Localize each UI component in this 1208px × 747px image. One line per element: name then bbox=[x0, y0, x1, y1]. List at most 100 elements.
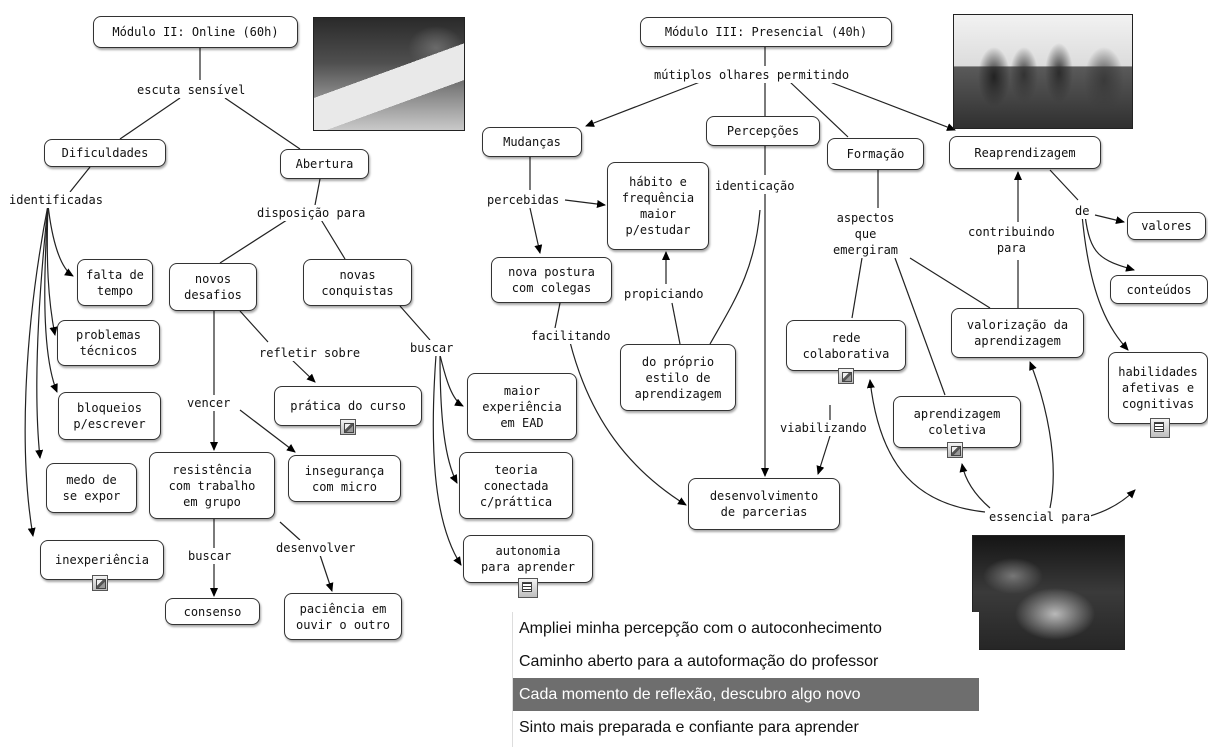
node-habito[interactable]: hábito e frequência maior p/estudar bbox=[607, 162, 709, 250]
connector-line bbox=[554, 302, 561, 329]
node-modulo-ii[interactable]: Módulo II: Online (60h) bbox=[93, 16, 298, 48]
connector-line bbox=[289, 357, 316, 383]
connector-line bbox=[959, 463, 991, 509]
node-conteudos[interactable]: conteúdos bbox=[1110, 275, 1208, 304]
node-proprio-estilo[interactable]: do próprio estilo de aprendizagem bbox=[620, 344, 736, 411]
connector-line bbox=[399, 305, 431, 341]
node-formacao[interactable]: Formação bbox=[827, 138, 924, 170]
photo-group-meeting bbox=[953, 14, 1133, 129]
label-de: de bbox=[1074, 203, 1091, 219]
connector-line bbox=[319, 217, 346, 260]
connector-line bbox=[529, 207, 543, 254]
connector-line bbox=[1089, 489, 1136, 517]
node-habilidades[interactable]: habilidades afetivas e cognitivas bbox=[1108, 352, 1208, 424]
node-valores[interactable]: valores bbox=[1127, 212, 1206, 240]
connector-line bbox=[909, 257, 991, 309]
node-inexperiencia[interactable]: inexperiência bbox=[40, 540, 164, 580]
label-desenvolver: desenvolver bbox=[275, 540, 357, 556]
node-paciencia[interactable]: paciência em ouvir o outro bbox=[284, 593, 402, 640]
connector-line bbox=[829, 81, 956, 131]
node-maior-experiencia[interactable]: maior experiência em EAD bbox=[467, 373, 577, 440]
node-novos-desafios[interactable]: novos desafios bbox=[169, 263, 257, 311]
photo-hands-together bbox=[972, 535, 1125, 650]
label-facilitando: facilitando bbox=[530, 328, 612, 344]
label-identificadas: identificadas bbox=[8, 192, 104, 208]
node-autonomia[interactable]: autonomia para aprender bbox=[463, 535, 593, 583]
connector-line bbox=[1081, 214, 1129, 351]
connector-line bbox=[671, 302, 681, 345]
connector-line bbox=[119, 97, 181, 140]
connector-line bbox=[219, 217, 291, 264]
connector-line bbox=[585, 81, 701, 127]
node-rede-colaborativa[interactable]: rede colaborativa bbox=[786, 320, 906, 371]
node-consenso[interactable]: consenso bbox=[165, 598, 260, 625]
connector-line bbox=[24, 204, 49, 537]
resource-popup-menu[interactable]: Ampliei minha percepção com o autoconhec… bbox=[512, 612, 979, 747]
photo-online-study bbox=[313, 17, 465, 131]
label-multiplos-olhares: mútiplos olhares permitindo bbox=[653, 67, 851, 83]
node-pratica-do-curso[interactable]: prática do curso bbox=[274, 386, 422, 426]
connector-line bbox=[1049, 169, 1079, 201]
label-essencial-para: essencial para bbox=[988, 509, 1092, 525]
node-novas-conquistas[interactable]: novas conquistas bbox=[303, 259, 412, 306]
node-modulo-iii[interactable]: Módulo III: Presencial (40h) bbox=[640, 17, 892, 47]
node-falta-de-tempo[interactable]: falta de tempo bbox=[77, 259, 153, 306]
node-medo[interactable]: medo de se expor bbox=[46, 463, 137, 513]
node-nova-postura[interactable]: nova postura com colegas bbox=[491, 257, 612, 303]
image-resource-icon[interactable] bbox=[340, 419, 356, 435]
node-resistencia[interactable]: resistência com trabalho em grupo bbox=[149, 452, 275, 519]
label-refletir-sobre: refletir sobre bbox=[258, 345, 362, 361]
node-desenvolvimento-parcerias[interactable]: desenvolvimento de parcerias bbox=[688, 478, 840, 530]
document-resource-icon[interactable] bbox=[1150, 418, 1170, 438]
connector-line bbox=[569, 341, 687, 506]
connector-line bbox=[319, 554, 334, 592]
label-buscar-2: buscar bbox=[409, 340, 455, 356]
connector-line bbox=[69, 166, 91, 193]
label-escuta-sensivel: escuta sensível bbox=[136, 82, 247, 98]
menu-item[interactable]: Sinto mais preparada e confiante para ap… bbox=[519, 719, 859, 736]
connector-line bbox=[1029, 361, 1054, 509]
document-resource-icon[interactable] bbox=[518, 578, 538, 598]
node-reaprendizagem[interactable]: Reaprendizagem bbox=[949, 136, 1101, 169]
connector-line bbox=[314, 178, 321, 206]
label-propiciando: propiciando bbox=[623, 286, 705, 302]
label-vencer: vencer bbox=[186, 395, 232, 411]
connector-line bbox=[239, 310, 269, 343]
connector-line bbox=[35, 204, 49, 459]
menu-item[interactable]: Caminho aberto para a autoformação do pr… bbox=[519, 653, 879, 670]
node-mudancas[interactable]: Mudanças bbox=[482, 127, 582, 157]
node-bloqueios[interactable]: bloqueios p/escrever bbox=[58, 392, 161, 440]
connector-line bbox=[816, 435, 831, 475]
image-resource-icon[interactable] bbox=[838, 368, 854, 384]
connector-line bbox=[866, 379, 986, 513]
connector-line bbox=[851, 257, 863, 319]
image-resource-icon[interactable] bbox=[947, 442, 963, 458]
connector-line bbox=[239, 409, 296, 453]
connector-line bbox=[564, 199, 606, 208]
label-percebidas: percebidas bbox=[486, 192, 561, 208]
connector-line bbox=[1084, 214, 1135, 272]
connector-line bbox=[47, 204, 74, 277]
menu-item-selected[interactable]: Cada momento de reflexão, descubro algo … bbox=[513, 678, 979, 711]
node-percepcoes[interactable]: Percepções bbox=[706, 116, 820, 146]
connector-line bbox=[709, 209, 761, 345]
label-viabilizando: viabilizando bbox=[779, 420, 868, 436]
node-teoria-conectada[interactable]: teoria conectada c/prátti­ca bbox=[459, 452, 573, 519]
node-inseguranca[interactable]: insegurança com micro bbox=[288, 455, 401, 502]
connector-line bbox=[44, 204, 58, 393]
connector-line bbox=[432, 354, 462, 566]
node-valorizacao[interactable]: valorização da aprendizagem bbox=[951, 308, 1084, 358]
connector-line bbox=[1094, 214, 1125, 225]
node-aprendizagem-coletiva[interactable]: aprendizagem coletiva bbox=[893, 396, 1021, 448]
connector-line bbox=[279, 521, 301, 541]
connector-line bbox=[894, 257, 946, 396]
connector-line bbox=[789, 81, 849, 138]
label-disposicao-para: disposição para bbox=[256, 205, 367, 221]
node-abertura[interactable]: Abertura bbox=[280, 149, 369, 179]
node-problemas-tecnicos[interactable]: problemas técnicos bbox=[57, 320, 160, 366]
connector-line bbox=[439, 354, 464, 407]
node-dificuldades[interactable]: Dificuldades bbox=[44, 139, 166, 167]
menu-item[interactable]: Ampliei minha percepção com o autoconhec… bbox=[519, 620, 882, 637]
image-resource-icon[interactable] bbox=[92, 575, 108, 591]
